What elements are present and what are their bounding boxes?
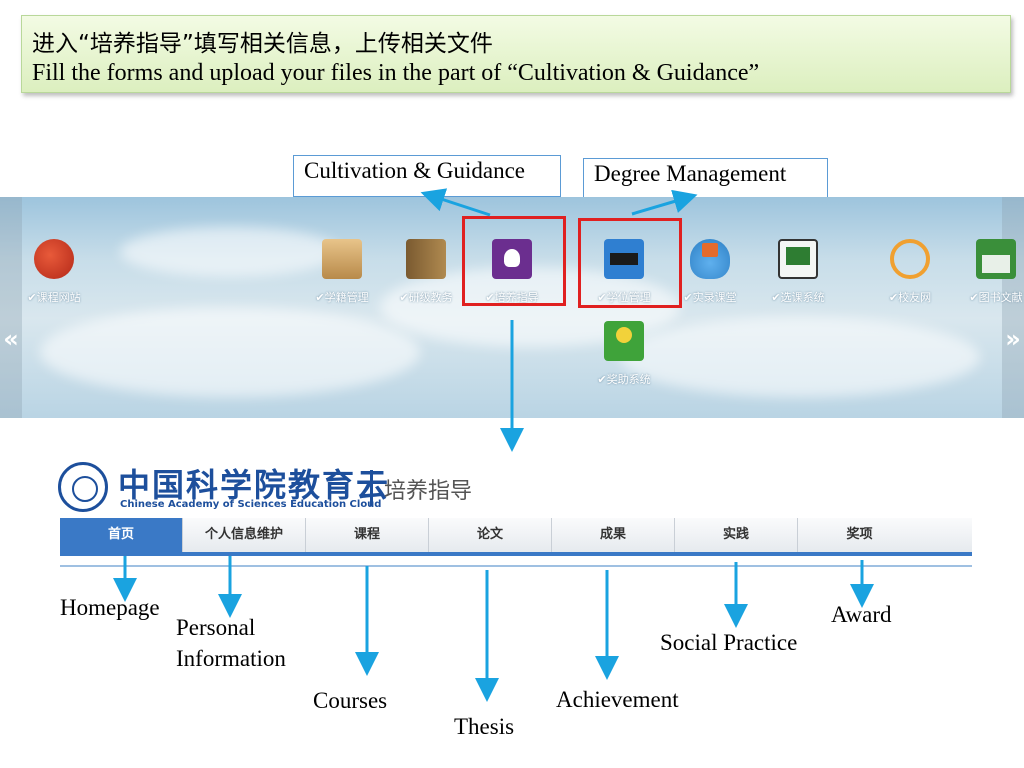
header-divider — [370, 470, 373, 506]
label-personal-line1: Personal — [176, 615, 256, 640]
library-icon — [976, 239, 1016, 279]
app-label: ✔研级教务 — [399, 291, 453, 304]
student-status-icon — [322, 239, 362, 279]
callout-cultivation-guidance: Cultivation & Guidance — [293, 155, 561, 197]
cultivation-guidance-icon — [492, 239, 532, 279]
app-academic-affairs[interactable]: ✔研级教务 — [376, 239, 476, 305]
academic-affairs-icon — [406, 239, 446, 279]
instruction-banner: 进入“培养指导”填写相关信息，上传相关文件 Fill the forms and… — [21, 15, 1011, 93]
instruction-zh: 进入“培养指导”填写相关信息，上传相关文件 — [32, 31, 493, 57]
app-label: ✔奖助系统 — [597, 373, 651, 386]
app-label: ✔培养指导 — [485, 291, 539, 304]
app-label: ✔校友网 — [888, 291, 932, 304]
alumni-network-icon — [890, 239, 930, 279]
system-header: 中国科学院教育云 Chinese Academy of Sciences Edu… — [58, 458, 618, 518]
app-label: ✔学位管理 — [597, 291, 651, 304]
app-label: ✔学籍管理 — [315, 291, 369, 304]
app-library[interactable]: ✔图书文献 — [946, 239, 1024, 305]
highlight-degree-management — [578, 218, 682, 308]
degree-management-icon — [604, 239, 644, 279]
award-system-icon — [604, 321, 644, 361]
app-degree-management[interactable]: ✔学位管理 — [574, 239, 674, 305]
nav-item-award[interactable]: 奖项 — [846, 527, 873, 542]
label-personal-line2: Information — [176, 646, 286, 671]
course-site-icon — [34, 239, 74, 279]
arrow-to-cultivation-callout — [420, 188, 491, 217]
app-course-site[interactable]: ✔课程网站 — [4, 239, 104, 305]
cas-name-zh: 中国科学院教育云 — [118, 466, 391, 504]
nav-item-personal-info[interactable]: 个人信息维护 — [183, 518, 306, 552]
nav-item-social-practice[interactable]: 实践 — [675, 518, 798, 552]
app-student-status[interactable]: ✔学籍管理 — [292, 239, 392, 305]
arrow-to-degree-callout — [631, 189, 698, 216]
carousel-prev-button[interactable]: « — [0, 197, 22, 418]
main-nav-bar: 首页 个人信息维护 课程 论文 成果 实践 奖项 — [60, 518, 972, 556]
system-name: 培养指导 — [384, 479, 473, 504]
app-label: ✔图书文献 — [969, 291, 1023, 304]
cas-name-en: Chinese Academy of Sciences Education Cl… — [120, 499, 382, 510]
label-thesis: Thesis — [454, 714, 515, 739]
app-class-record[interactable]: ✔实录课堂 — [660, 239, 760, 305]
label-achievement: Achievement — [556, 687, 679, 712]
nav-item-achievement[interactable]: 成果 — [552, 518, 675, 552]
highlight-cultivation-guidance — [462, 216, 566, 306]
cas-logo-icon — [58, 462, 108, 512]
app-cultivation-guidance[interactable]: ✔培养指导 — [462, 239, 562, 305]
app-award-system[interactable]: ✔奖助系统 — [574, 321, 674, 387]
nav-item-courses[interactable]: 课程 — [306, 518, 429, 552]
label-award: Award — [831, 602, 892, 627]
nav-underline — [60, 565, 972, 567]
callout-degree-management: Degree Management — [583, 158, 828, 200]
chevron-right-icon: » — [1005, 325, 1021, 353]
app-alumni-network[interactable]: ✔校友网 — [860, 239, 960, 305]
label-homepage: Homepage — [60, 595, 160, 620]
label-courses: Courses — [313, 688, 388, 713]
nav-item-thesis[interactable]: 论文 — [429, 518, 552, 552]
app-label: ✔课程网站 — [27, 291, 81, 304]
label-social-practice: Social Practice — [660, 630, 798, 655]
nav-item-homepage[interactable]: 首页 — [60, 518, 183, 552]
instruction-en: Fill the forms and upload your files in … — [32, 60, 760, 86]
chevron-left-icon: « — [3, 325, 19, 353]
class-record-icon — [690, 239, 730, 279]
app-label: ✔实录课堂 — [683, 291, 737, 304]
app-course-selection[interactable]: ✔选课系统 — [748, 239, 848, 305]
course-selection-icon — [778, 239, 818, 279]
app-label: ✔选课系统 — [771, 291, 825, 304]
